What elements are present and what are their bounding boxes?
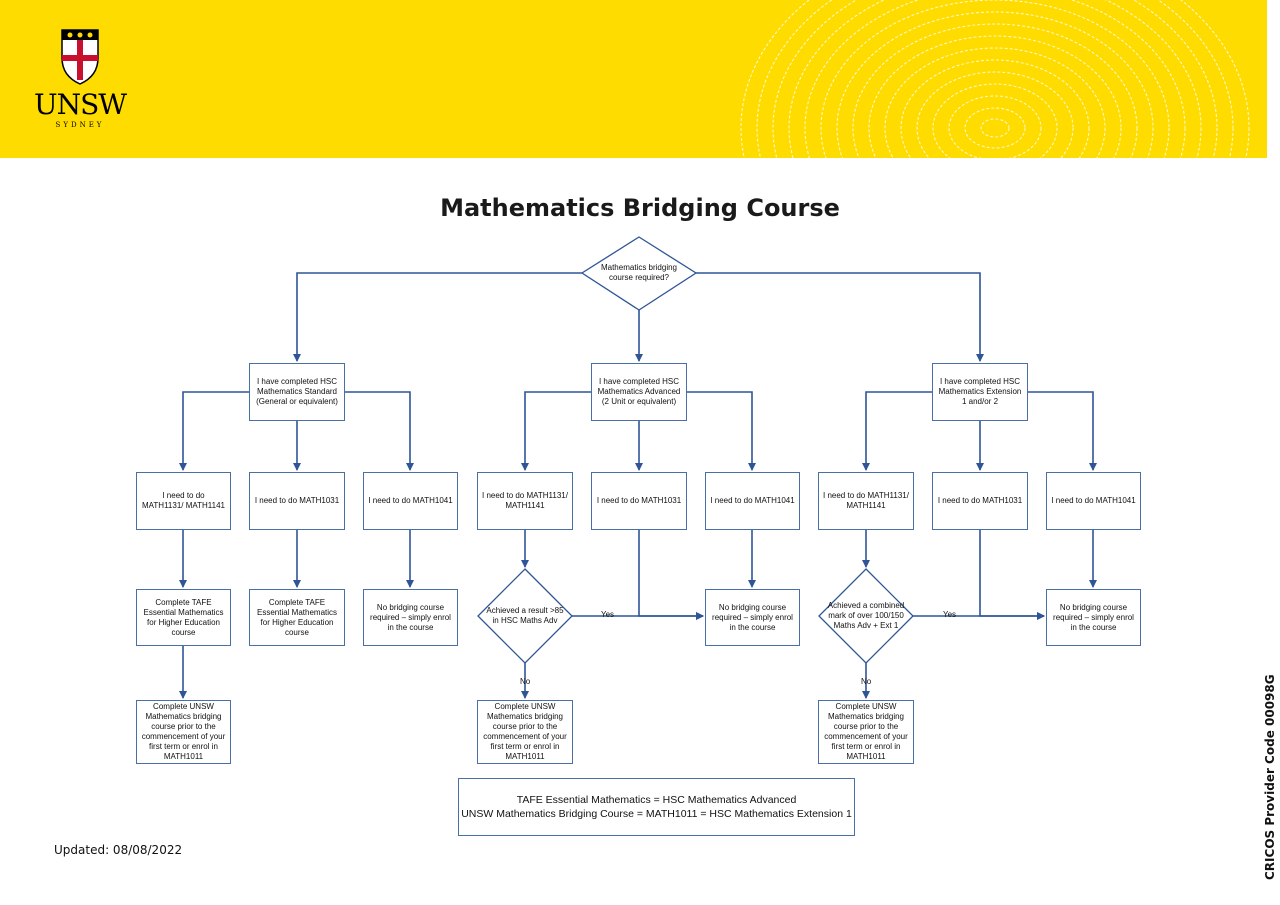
ext-option-math1041: I need to do MATH1041 <box>1046 472 1141 530</box>
std-tafe-2: Complete TAFE Essential Mathematics for … <box>249 589 345 646</box>
adv-option-math1031: I need to do MATH1031 <box>591 472 687 530</box>
decision-ext: Achieved a combined mark of over 100/150… <box>827 601 905 630</box>
logo-wordmark: UNSW <box>33 88 127 121</box>
std-no-bridging: No bridging course required – simply enr… <box>363 589 458 646</box>
track-extension: I have completed HSC Mathematics Extensi… <box>932 363 1028 421</box>
adv-no-bridging: No bridging course required – simply enr… <box>705 589 800 646</box>
decision-adv: Achieved a result >85 in HSC Maths Adv <box>486 606 564 625</box>
header-banner: UNSW SYDNEY <box>0 0 1267 158</box>
std-option-math1031: I need to do MATH1031 <box>249 472 345 530</box>
legend-line-2: UNSW Mathematics Bridging Course = MATH1… <box>461 808 852 820</box>
cricos-code: CRICOS Provider Code 00098G <box>1263 674 1277 880</box>
ext-option-math1131: I need to do MATH1131/ MATH1141 <box>818 472 914 530</box>
track-standard: I have completed HSC Mathematics Standar… <box>249 363 345 421</box>
logo-subtext: SYDNEY <box>55 121 105 129</box>
decision-ext-shape <box>818 568 914 664</box>
crest-icon <box>61 29 99 85</box>
adv-option-math1041: I need to do MATH1041 <box>705 472 800 530</box>
yes-label-adv: Yes <box>601 610 615 619</box>
yes-label-ext: Yes <box>943 610 957 619</box>
track-advanced: I have completed HSC Mathematics Advance… <box>591 363 687 421</box>
page-title: Mathematics Bridging Course <box>440 194 840 222</box>
no-label-adv: No <box>520 677 531 686</box>
fingerprint-pattern <box>740 0 1250 158</box>
ext-no-bridging: No bridging course required – simply enr… <box>1046 589 1141 646</box>
updated-date: Updated: 08/08/2022 <box>54 843 183 857</box>
std-final-bridging: Complete UNSW Mathematics bridging cours… <box>136 700 231 764</box>
std-option-math1041: I need to do MATH1041 <box>363 472 458 530</box>
decision-root-shape <box>580 236 698 311</box>
std-tafe-1: Complete TAFE Essential Mathematics for … <box>136 589 231 646</box>
std-option-math1131: I need to do MATH1131/ MATH1141 <box>136 472 231 530</box>
adv-option-math1131: I need to do MATH1131/ MATH1141 <box>477 472 573 530</box>
ext-final-bridging: Complete UNSW Mathematics bridging cours… <box>818 700 914 764</box>
unsw-logo: UNSW SYDNEY <box>28 28 132 132</box>
ext-option-math1031: I need to do MATH1031 <box>932 472 1028 530</box>
legend-line-1: TAFE Essential Mathematics = HSC Mathema… <box>516 794 797 806</box>
adv-final-bridging: Complete UNSW Mathematics bridging cours… <box>477 700 573 764</box>
equivalence-legend: TAFE Essential Mathematics = HSC Mathema… <box>458 778 855 836</box>
decision-root: Mathematics bridging course required? <box>600 263 678 282</box>
decision-adv-shape <box>477 568 573 664</box>
no-label-ext: No <box>861 677 872 686</box>
